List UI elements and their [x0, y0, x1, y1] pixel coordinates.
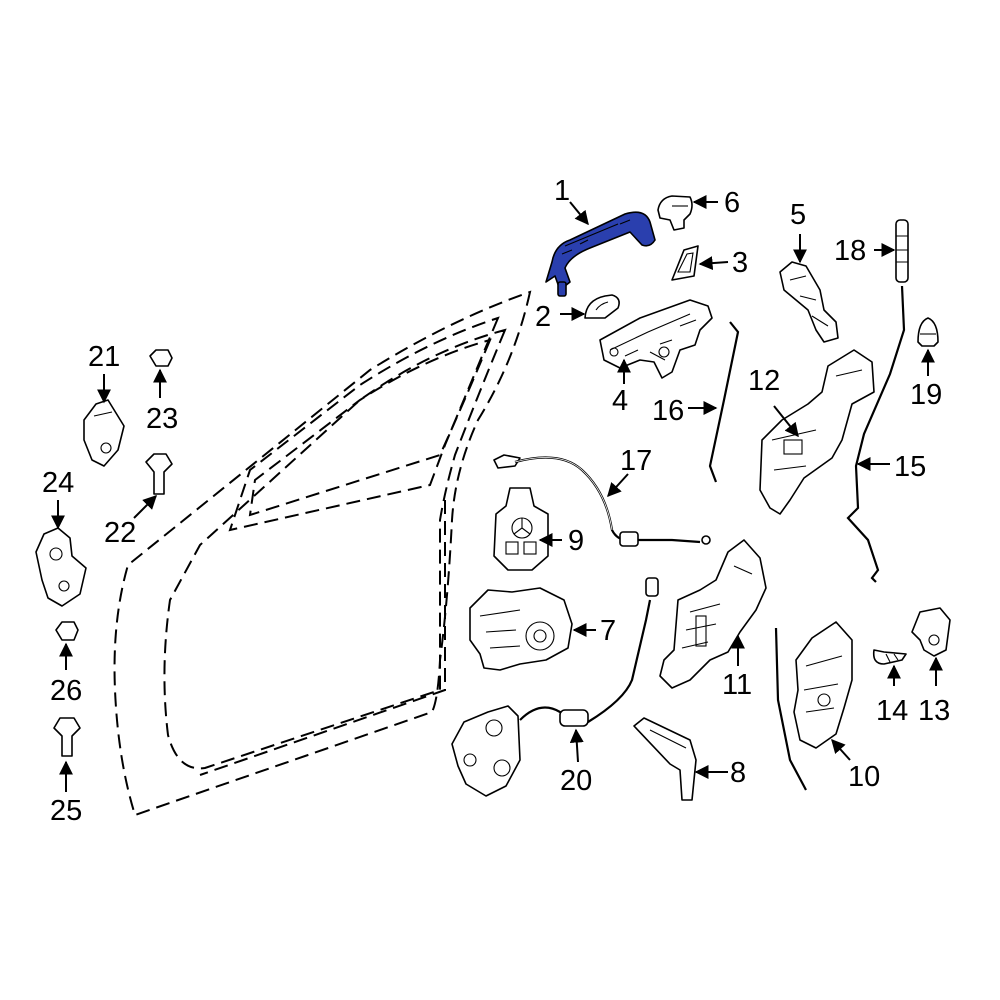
callout-24: 24 [42, 467, 74, 499]
callout-13: 13 [918, 695, 950, 727]
door-bracket [779, 261, 839, 343]
door-strap [633, 717, 697, 801]
callout-3: 3 [732, 247, 748, 279]
lock-cover [759, 349, 875, 515]
callout-18: 18 [834, 235, 866, 267]
hinge-bolt-upper [145, 453, 173, 495]
callout-26: 26 [50, 675, 82, 707]
outer-door-handle[interactable] [545, 211, 656, 297]
callout-17: 17 [620, 445, 652, 477]
callout-7: 7 [600, 615, 616, 647]
callout-4: 4 [612, 385, 628, 417]
callout-16: 16 [652, 395, 684, 427]
callout-21: 21 [88, 341, 120, 373]
callout-2: 2 [535, 301, 551, 333]
door-latch [659, 539, 767, 689]
callout-5: 5 [790, 199, 806, 231]
lock-knob [895, 219, 909, 283]
lock-actuator [469, 587, 573, 671]
mounting-screw [872, 649, 907, 665]
callout-20: 20 [560, 765, 592, 797]
callout-6: 6 [724, 187, 740, 219]
callout-22: 22 [104, 517, 136, 549]
handle-cap [584, 294, 620, 319]
release-cable [493, 454, 711, 547]
callout-11: 11 [722, 669, 752, 701]
callout-14: 14 [876, 695, 908, 727]
handle-gasket [671, 245, 699, 281]
actuator-assembly [451, 577, 659, 797]
hinge-nut-lower [55, 621, 79, 641]
callout-9: 9 [568, 525, 584, 557]
callout-25: 25 [50, 795, 82, 827]
latch-assembly [774, 621, 853, 791]
lock-cylinder-cap [657, 195, 693, 231]
upper-hinge [83, 399, 125, 467]
key-fob [493, 487, 549, 571]
door-striker [911, 607, 951, 657]
callout-15: 15 [894, 451, 926, 483]
callout-12: 12 [748, 365, 780, 397]
lock-rod-short [708, 321, 740, 483]
leader-lines [51, 195, 943, 792]
callout-labels: 1 2 3 4 5 6 7 8 9 10 11 12 13 14 15 16 1… [42, 175, 950, 827]
callout-23: 23 [146, 403, 178, 435]
handle-carrier [599, 299, 713, 379]
hinge-bolt-lower [53, 717, 81, 757]
door-outline [113, 290, 532, 817]
callout-19: 19 [910, 379, 942, 411]
hinge-nut-upper [149, 349, 173, 367]
callout-1: 1 [554, 175, 570, 207]
retaining-clip [917, 317, 939, 347]
callout-10: 10 [848, 761, 880, 793]
lower-hinge [35, 527, 87, 607]
lock-rod-long [846, 285, 906, 583]
callout-8: 8 [730, 757, 746, 789]
